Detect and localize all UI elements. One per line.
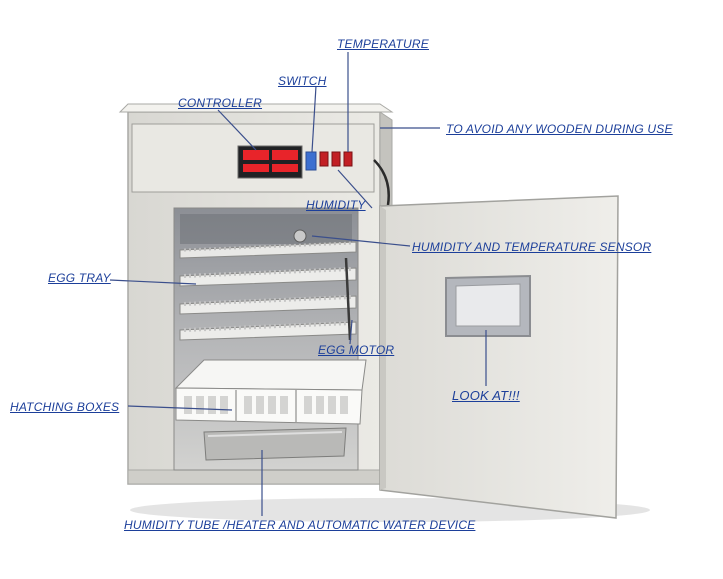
label-switch: SWITCH <box>278 74 327 88</box>
label-egg-motor: EGG MOTOR <box>318 343 395 357</box>
indicator-light <box>319 151 329 167</box>
egg-tray <box>179 321 357 341</box>
hatching-basket <box>174 359 367 425</box>
label-egg-tray: EGG TRAY <box>48 271 111 285</box>
leader-lines <box>109 52 487 516</box>
open-door <box>379 195 619 519</box>
label-hatching-boxes: HATCHING BOXES <box>10 400 120 414</box>
egg-tray <box>179 295 357 315</box>
label-look-at: LOOK AT!!! <box>452 388 520 403</box>
egg-tray <box>179 241 357 259</box>
controller-display <box>237 145 303 179</box>
label-controller: CONTROLLER <box>178 96 263 110</box>
water-heater-tray <box>203 427 347 461</box>
label-avoid-wooden: TO AVOID ANY WOODEN DURING USE <box>446 122 673 136</box>
label-humidity: HUMIDITY <box>306 198 366 212</box>
indicator-light <box>343 151 353 167</box>
indicator-light <box>331 151 341 167</box>
power-switch <box>305 151 317 171</box>
label-temperature: TEMPERATURE <box>337 37 429 51</box>
sensor-probe <box>293 229 307 243</box>
egg-motor-rod <box>344 257 352 341</box>
label-humidity-tube: HUMIDITY TUBE /HEATER AND AUTOMATIC WATE… <box>124 518 476 532</box>
viewing-window <box>445 274 531 337</box>
power-cable <box>373 159 390 206</box>
control-panel <box>131 123 390 206</box>
label-sensor: HUMIDITY AND TEMPERATURE SENSOR <box>412 240 652 254</box>
